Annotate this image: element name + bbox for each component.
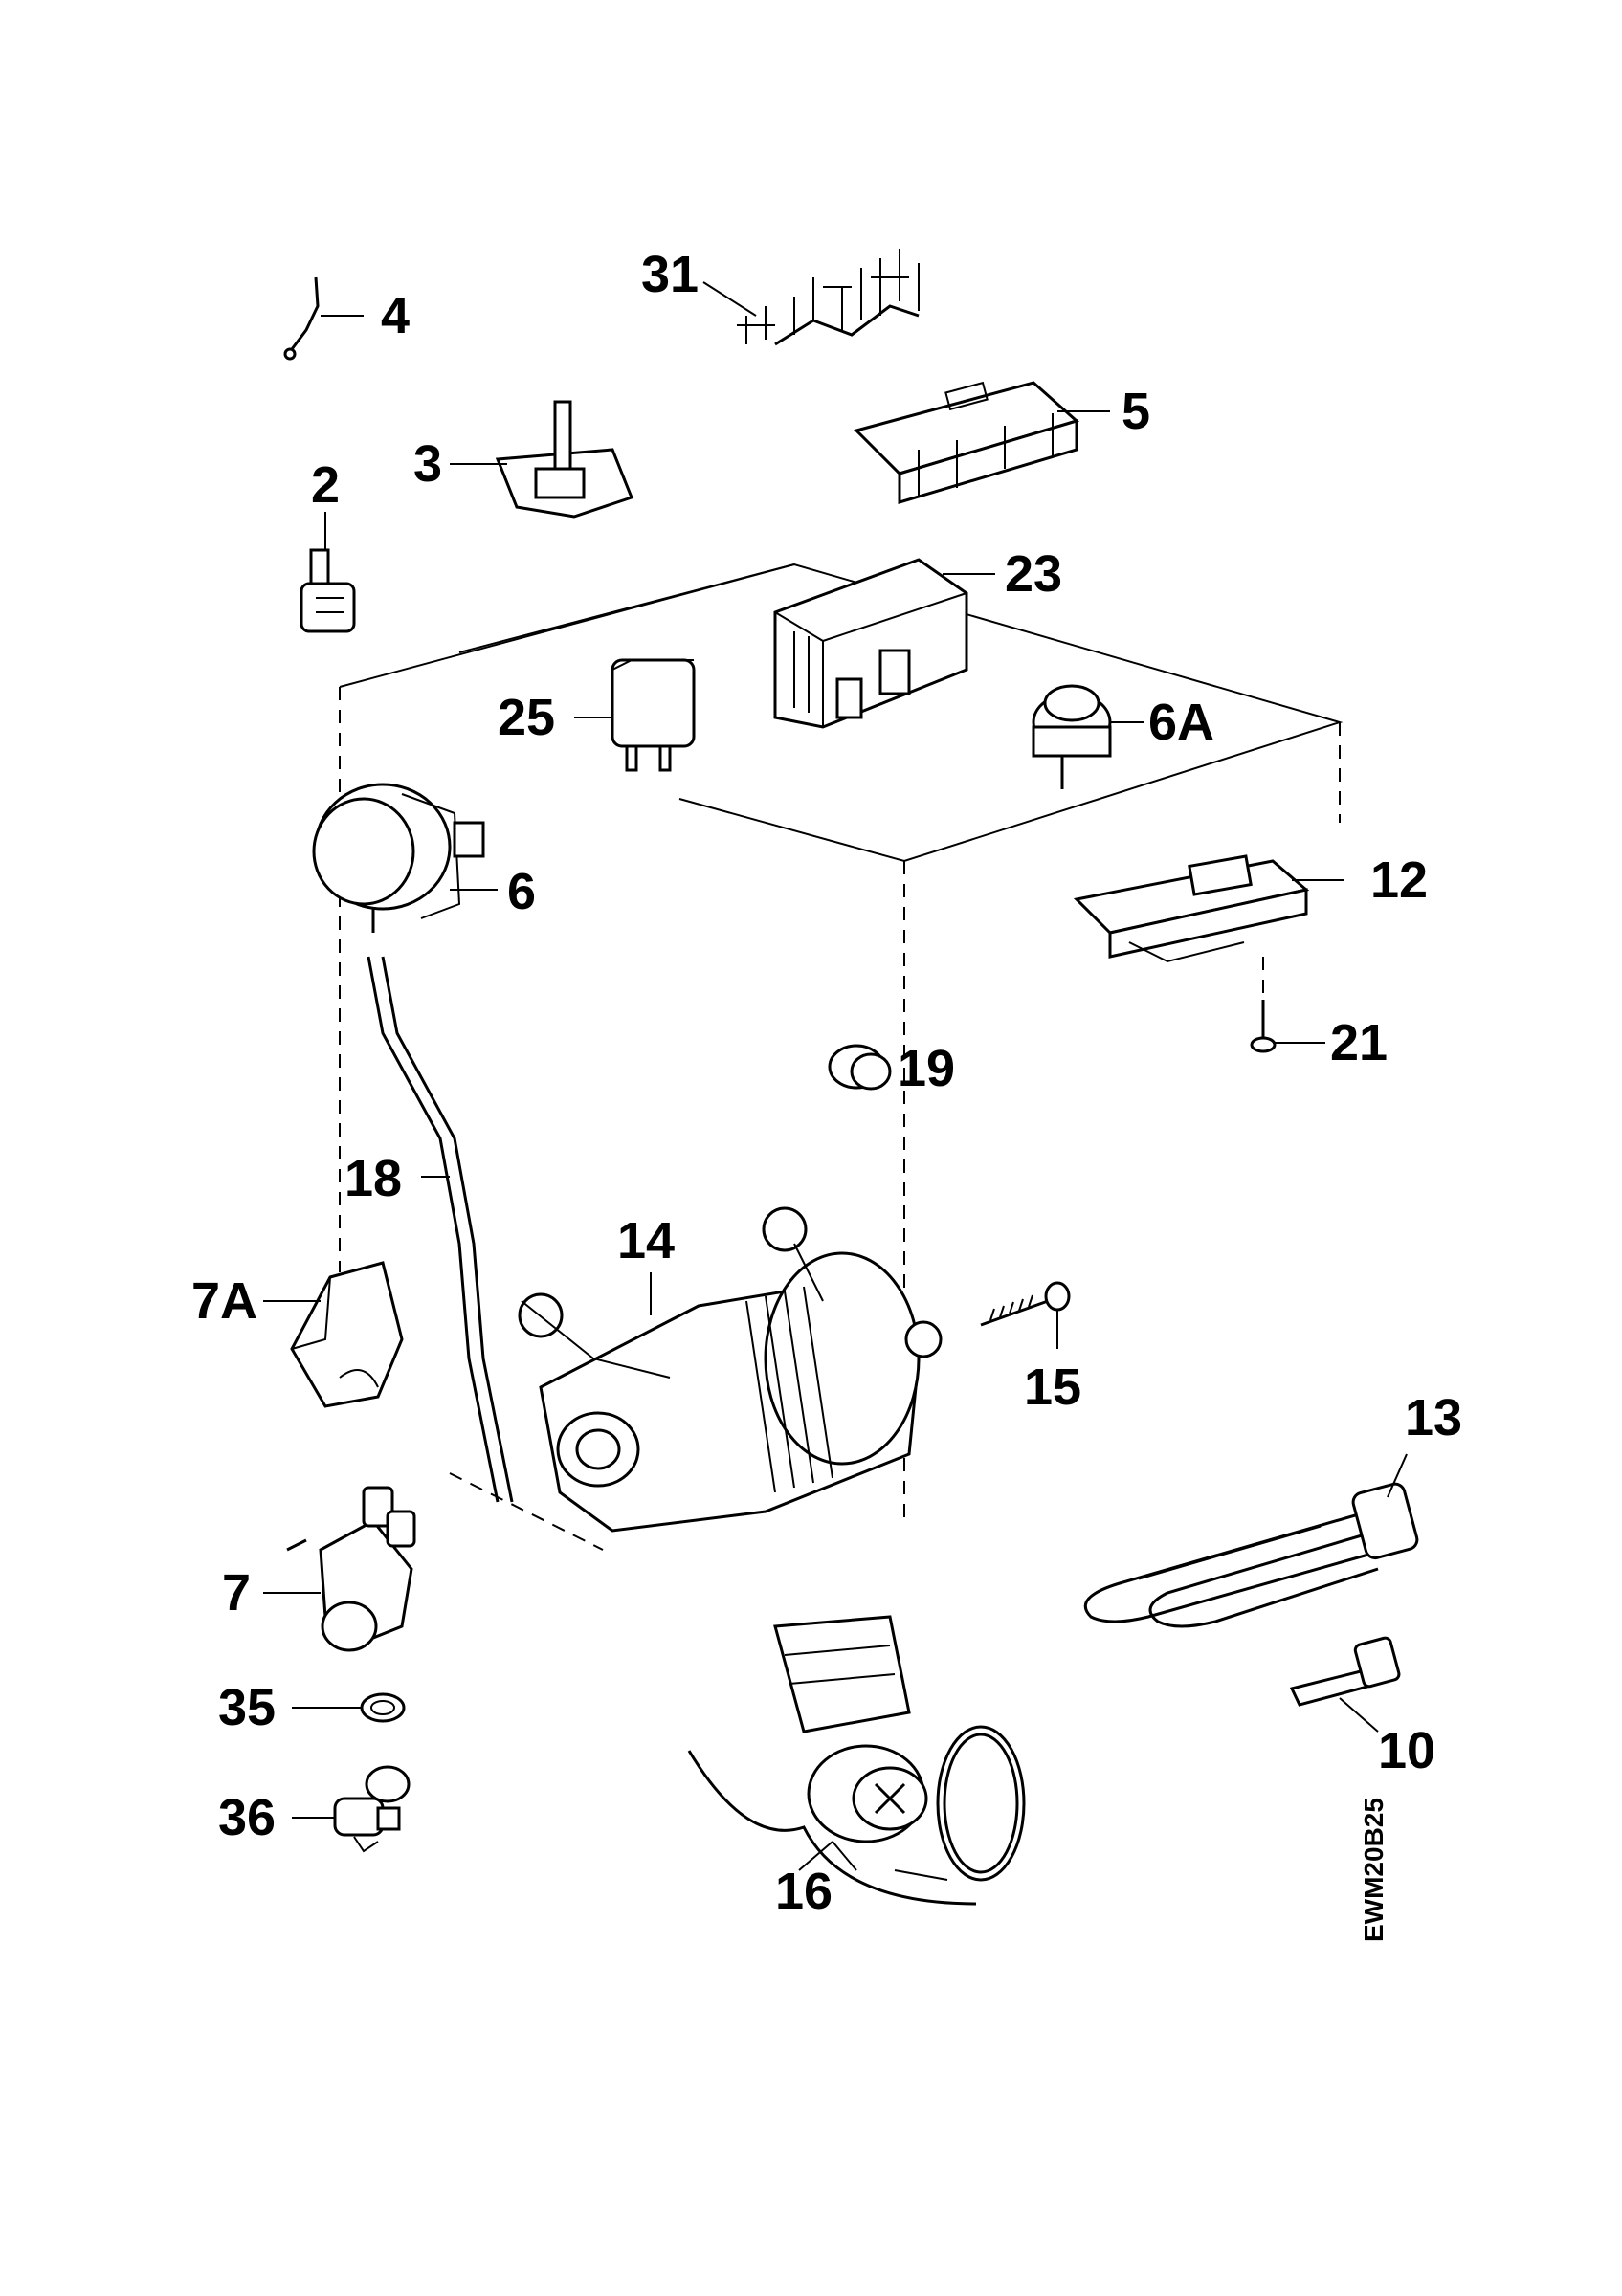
part-19-plug bbox=[828, 1044, 892, 1091]
part-36-connector bbox=[333, 1765, 411, 1853]
label-14: 14 bbox=[617, 1212, 675, 1269]
part-21-screw bbox=[1250, 957, 1277, 1053]
part-23-main-module bbox=[773, 558, 968, 729]
label-6a: 6A bbox=[1148, 694, 1214, 751]
part-3-selector-switch bbox=[495, 400, 633, 519]
part-15-bolt bbox=[980, 1281, 1071, 1327]
cabinet-outline bbox=[339, 563, 1344, 1551]
label-18: 18 bbox=[344, 1150, 402, 1207]
label-6: 6 bbox=[507, 863, 536, 920]
label-7: 7 bbox=[222, 1564, 251, 1622]
leader-31 bbox=[702, 281, 757, 317]
part-4-sensor bbox=[283, 276, 320, 361]
label-5: 5 bbox=[1122, 383, 1150, 440]
part-25-relay bbox=[611, 658, 696, 772]
label-7a: 7A bbox=[191, 1272, 257, 1330]
part-12-door-lock bbox=[1073, 854, 1310, 963]
label-31: 31 bbox=[641, 246, 699, 303]
part-7a-cover bbox=[290, 1261, 404, 1408]
part-5-control-board bbox=[854, 381, 1080, 505]
leader-10 bbox=[1339, 1697, 1379, 1733]
part-14-motor bbox=[518, 1206, 943, 1533]
label-16: 16 bbox=[775, 1863, 833, 1920]
part-16-drain-pump bbox=[687, 1615, 1026, 1906]
label-23: 23 bbox=[1005, 545, 1062, 603]
part-7-inlet-valve bbox=[286, 1486, 416, 1652]
leader-16 bbox=[798, 1841, 948, 1881]
part-6a-pressure-switch bbox=[1032, 684, 1112, 789]
part-18-hose bbox=[367, 956, 514, 1503]
part-6-timer bbox=[312, 783, 485, 933]
part-13-heating-element bbox=[1083, 1482, 1419, 1628]
label-13: 13 bbox=[1405, 1389, 1462, 1446]
label-12: 12 bbox=[1370, 851, 1428, 909]
label-15: 15 bbox=[1024, 1358, 1081, 1416]
label-25: 25 bbox=[498, 689, 555, 746]
label-19: 19 bbox=[898, 1040, 955, 1097]
label-3: 3 bbox=[413, 435, 442, 493]
label-35: 35 bbox=[218, 1679, 276, 1736]
drawing-code: EWM20B25 bbox=[1359, 1798, 1389, 1942]
part-31-wiring-harness bbox=[737, 249, 920, 346]
part-10-sensor-probe bbox=[1289, 1636, 1401, 1707]
label-4: 4 bbox=[381, 287, 410, 344]
label-2: 2 bbox=[311, 456, 340, 514]
leader-13 bbox=[1387, 1453, 1408, 1498]
label-10: 10 bbox=[1378, 1722, 1435, 1779]
label-36: 36 bbox=[218, 1789, 276, 1846]
label-21: 21 bbox=[1330, 1014, 1388, 1071]
part-2-knob-switch bbox=[300, 548, 356, 633]
part-35-seal bbox=[360, 1692, 406, 1723]
